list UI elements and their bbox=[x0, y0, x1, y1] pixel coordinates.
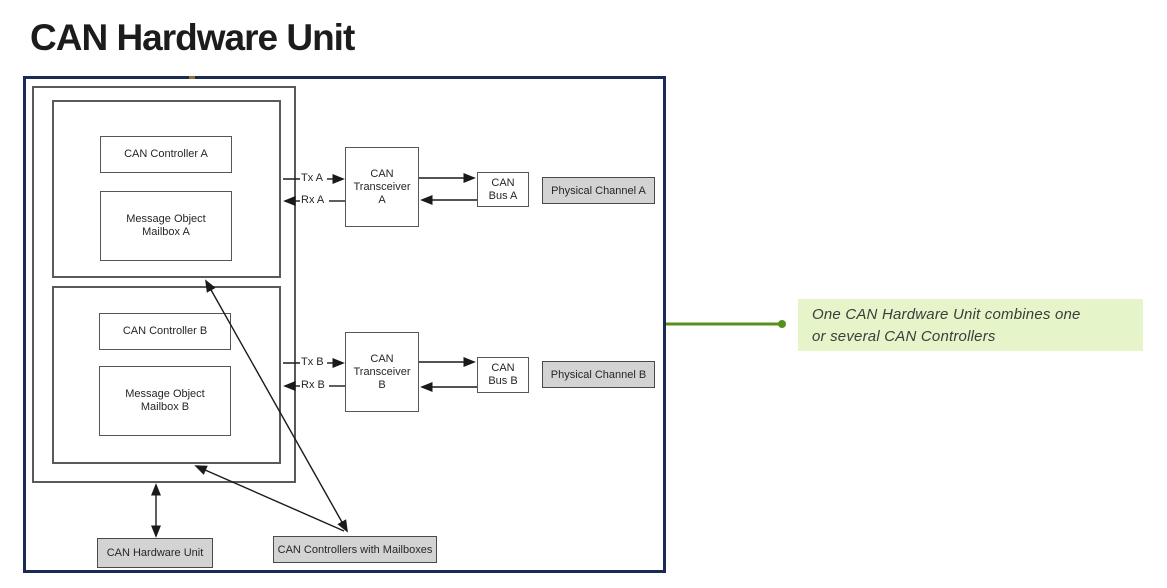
mailbox-a-label-line1: Message Object bbox=[126, 213, 206, 225]
can-hardware-unit-legend-box: CAN Hardware Unit bbox=[97, 538, 213, 568]
can-controllers-legend-label: CAN Controllers with Mailboxes bbox=[277, 543, 433, 556]
tx-b-pin-label: Tx B bbox=[301, 356, 324, 368]
message-object-mailbox-b-box: Message Object Mailbox B bbox=[99, 366, 231, 436]
can-bus-a-box: CAN Bus A bbox=[477, 172, 529, 207]
transceiver-b-line3: B bbox=[378, 378, 386, 391]
can-controllers-legend-box: CAN Controllers with Mailboxes bbox=[273, 536, 437, 563]
physical-channel-b-label: Physical Channel B bbox=[550, 368, 647, 381]
message-object-mailbox-a-box: Message Object Mailbox A bbox=[100, 191, 232, 261]
can-transceiver-b-box: CAN Transceiver B bbox=[345, 332, 419, 412]
bus-a-line2: Bus A bbox=[488, 189, 518, 202]
transceiver-a-line2: Transceiver bbox=[353, 180, 411, 193]
annotation-note-line1: One CAN Hardware Unit combines one bbox=[812, 306, 1081, 323]
transceiver-b-line1: CAN bbox=[370, 352, 394, 365]
can-controller-a-label: CAN Controller A bbox=[124, 148, 208, 160]
mailbox-a-label-line2: Mailbox A bbox=[142, 226, 190, 238]
physical-channel-b-box: Physical Channel B bbox=[542, 361, 655, 388]
page-title: CAN Hardware Unit bbox=[30, 17, 355, 58]
rx-b-pin-label: Rx B bbox=[301, 379, 325, 391]
can-controller-a-box: CAN Controller A bbox=[100, 136, 232, 173]
annotation-callout-dot bbox=[778, 320, 786, 328]
annotation-note-line2: or several CAN Controllers bbox=[812, 328, 996, 345]
can-hardware-unit-legend-label: CAN Hardware Unit bbox=[106, 547, 204, 559]
transceiver-a-line1: CAN bbox=[370, 167, 394, 180]
mailbox-b-label-line1: Message Object bbox=[125, 388, 205, 400]
tx-a-pin-label: Tx A bbox=[301, 172, 324, 184]
bus-b-line2: Bus B bbox=[488, 375, 518, 387]
bus-b-line1: CAN bbox=[491, 362, 515, 374]
physical-channel-a-box: Physical Channel A bbox=[542, 177, 655, 204]
transceiver-b-line2: Transceiver bbox=[353, 365, 411, 378]
transceiver-a-line3: A bbox=[378, 193, 386, 206]
physical-channel-a-label: Physical Channel A bbox=[551, 184, 646, 197]
controller-group-a-outline bbox=[52, 100, 281, 278]
can-transceiver-a-box: CAN Transceiver A bbox=[345, 147, 419, 227]
bus-a-line1: CAN bbox=[491, 176, 515, 189]
can-controller-b-label: CAN Controller B bbox=[122, 325, 208, 337]
can-bus-b-box: CAN Bus B bbox=[477, 357, 529, 393]
mailbox-b-label-line2: Mailbox B bbox=[140, 401, 190, 413]
can-controller-b-box: CAN Controller B bbox=[99, 313, 231, 350]
annotation-note: One CAN Hardware Unit combines one or se… bbox=[798, 299, 1143, 351]
rx-a-pin-label: Rx A bbox=[301, 194, 325, 206]
